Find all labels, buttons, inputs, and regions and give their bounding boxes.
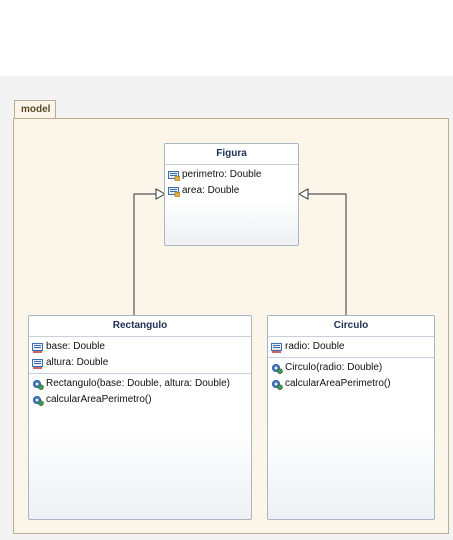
class-rectangulo[interactable]: Rectangulo base: Double altura: Do bbox=[28, 315, 252, 520]
attribute-icon bbox=[271, 342, 282, 353]
class-name: Figura bbox=[165, 144, 298, 165]
method-gear-icon bbox=[33, 395, 44, 406]
method-row[interactable]: calcularAreaPerimetro() bbox=[271, 376, 431, 392]
attribute-icon bbox=[32, 358, 43, 369]
package-name: model bbox=[21, 104, 51, 115]
attribute-row[interactable]: perimetro: Double bbox=[168, 167, 295, 183]
method-label: Circulo(radio: Double) bbox=[285, 362, 383, 373]
methods-section: Circulo(radio: Double) calcularAreaPerim… bbox=[268, 358, 434, 394]
attribute-label: altura: Double bbox=[46, 357, 109, 368]
attribute-label: perimetro: Double bbox=[182, 169, 262, 180]
method-gear-icon bbox=[272, 379, 283, 390]
method-row[interactable]: Circulo(radio: Double) bbox=[271, 360, 431, 376]
method-row[interactable]: Rectangulo(base: Double, altura: Double) bbox=[32, 376, 248, 392]
attribute-label: radio: Double bbox=[285, 341, 345, 352]
methods-section: Rectangulo(base: Double, altura: Double)… bbox=[29, 374, 251, 410]
attribute-row[interactable]: altura: Double bbox=[32, 355, 248, 371]
method-gear-icon bbox=[33, 379, 44, 390]
method-gear-icon bbox=[272, 363, 283, 374]
method-label: calcularAreaPerimetro() bbox=[285, 378, 391, 389]
attributes-section: radio: Double bbox=[268, 337, 434, 358]
attribute-row[interactable]: radio: Double bbox=[271, 339, 431, 355]
method-label: calcularAreaPerimetro() bbox=[46, 394, 152, 405]
attribute-row[interactable]: base: Double bbox=[32, 339, 248, 355]
attribute-icon bbox=[32, 342, 43, 353]
attributes-section: base: Double altura: Double bbox=[29, 337, 251, 374]
attribute-row[interactable]: area: Double bbox=[168, 183, 295, 199]
package-tab[interactable]: model bbox=[14, 100, 56, 118]
method-row[interactable]: calcularAreaPerimetro() bbox=[32, 392, 248, 408]
method-label: Rectangulo(base: Double, altura: Double) bbox=[46, 378, 230, 389]
class-name: Rectangulo bbox=[29, 316, 251, 337]
attribute-icon bbox=[168, 170, 180, 181]
class-figura[interactable]: Figura perimetro: Double area: Dou bbox=[164, 143, 299, 246]
attribute-label: base: Double bbox=[46, 341, 105, 352]
attribute-icon bbox=[168, 186, 180, 197]
class-circulo[interactable]: Circulo radio: Double Circulo(radio bbox=[267, 315, 435, 520]
attributes-section: perimetro: Double area: Double bbox=[165, 165, 298, 201]
attribute-label: area: Double bbox=[182, 185, 240, 196]
class-name: Circulo bbox=[268, 316, 434, 337]
